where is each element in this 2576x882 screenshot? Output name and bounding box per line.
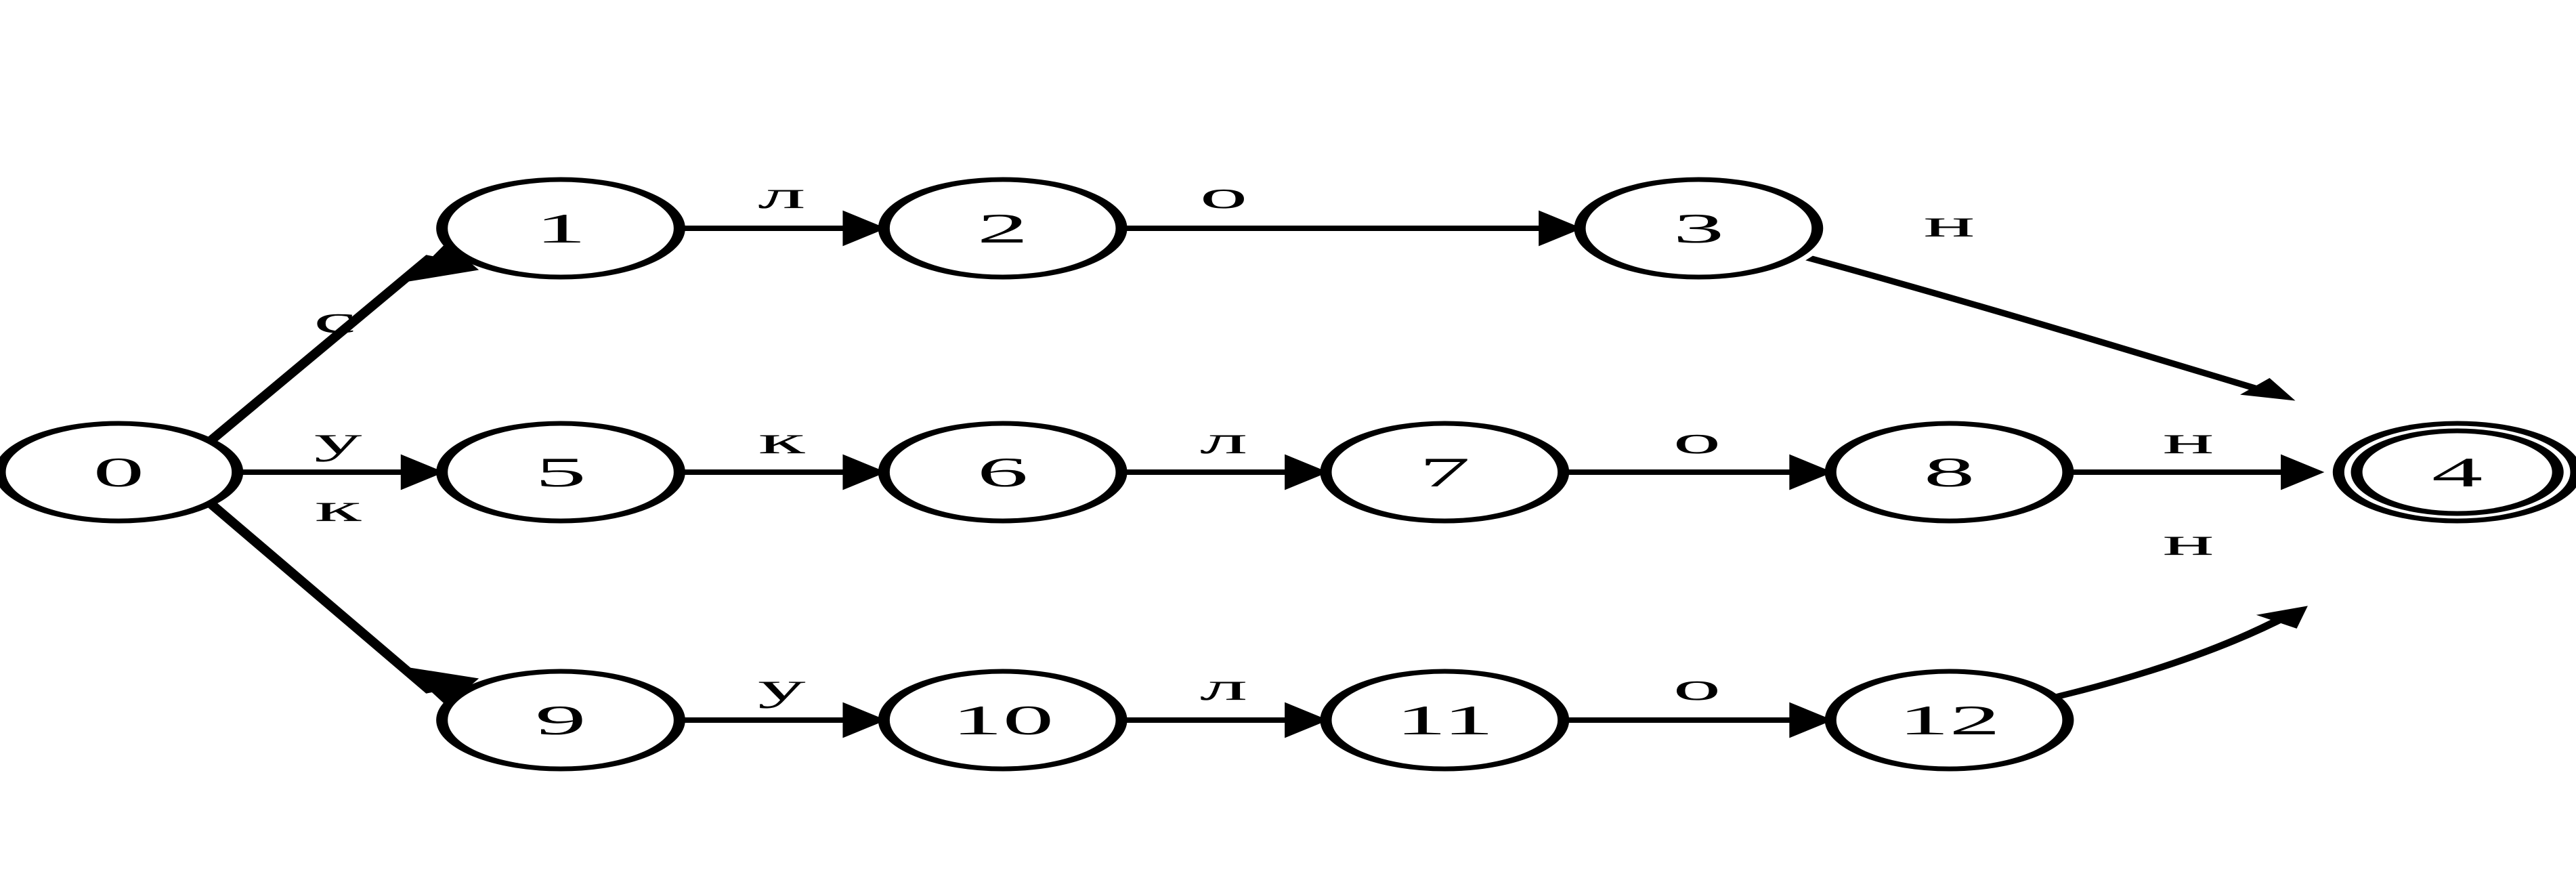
edge-3-to-4[interactable]: н: [1805, 202, 2296, 401]
arrowhead-12-4: [2256, 606, 2308, 629]
arrowhead-8-4: [2281, 454, 2325, 490]
edge-9-to-10[interactable]: у: [679, 665, 886, 738]
node-8[interactable]: 8: [1824, 421, 2074, 524]
node-9-label: 9: [535, 697, 586, 744]
node-4-inner-circle: [2350, 428, 2564, 516]
arrowhead-3-4: [2240, 378, 2296, 401]
edge-0-to-5[interactable]: у: [237, 419, 445, 490]
arrowhead-1-2: [842, 210, 886, 247]
edge-label-0-1: с: [314, 298, 356, 341]
edge-label-3-4: н: [1924, 202, 1975, 245]
node-5[interactable]: 5: [436, 421, 685, 524]
edge-2-to-3[interactable]: о: [1121, 173, 1583, 247]
edge-path-0-9: [205, 503, 438, 694]
arrowhead-9-10: [842, 702, 886, 738]
node-12[interactable]: 12: [1824, 669, 2074, 772]
edge-11-to-12[interactable]: о: [1563, 665, 1833, 738]
node-9[interactable]: 9: [436, 669, 685, 772]
node-7-label: 7: [1419, 449, 1470, 496]
node-4-accepting[interactable]: 4: [2332, 421, 2576, 524]
node-1-circle: [436, 177, 685, 280]
node-3[interactable]: 3: [1574, 177, 1824, 280]
edge-path-0-1: [205, 255, 438, 442]
arrowhead-6-7: [1285, 454, 1329, 490]
node-10-label: 10: [951, 697, 1054, 744]
arrowhead-5-6: [842, 454, 886, 490]
edge-7-to-8[interactable]: о: [1563, 419, 1833, 490]
node-8-label: 8: [1924, 449, 1975, 496]
edge-path-12-4: [2055, 614, 2292, 699]
edge-12-to-4[interactable]: н: [2055, 520, 2308, 699]
node-1-label: 1: [535, 205, 586, 252]
node-6-circle: [878, 421, 1128, 524]
node-2-label: 2: [977, 205, 1028, 252]
node-11-label: 11: [1396, 697, 1494, 744]
node-6-label: 6: [977, 449, 1028, 496]
edge-label-12-4: н: [2163, 520, 2214, 564]
edge-5-to-6[interactable]: к: [679, 419, 886, 490]
node-6[interactable]: 6: [878, 421, 1128, 524]
arrowhead-7-8: [1789, 454, 1833, 490]
node-0[interactable]: 0: [0, 421, 244, 524]
node-2-circle: [878, 177, 1128, 280]
node-4-label: 4: [2432, 449, 2483, 496]
edge-label-10-11: л: [1200, 665, 1248, 709]
node-3-label: 3: [1673, 205, 1724, 252]
edge-6-to-7[interactable]: л: [1121, 419, 1329, 490]
arrowhead-11-12: [1789, 702, 1833, 738]
node-0-label: 0: [93, 449, 144, 496]
edge-label-8-4: н: [2163, 419, 2214, 462]
edge-label-0-5: у: [314, 419, 362, 462]
edge-8-to-4[interactable]: н: [2067, 419, 2325, 490]
edge-10-to-11[interactable]: л: [1121, 665, 1329, 738]
arrowhead-10-11: [1285, 702, 1329, 738]
node-0-circle: [0, 421, 244, 524]
node-2[interactable]: 2: [878, 177, 1128, 280]
edge-label-5-6: к: [758, 419, 805, 462]
node-5-circle: [436, 421, 685, 524]
edge-1-to-2[interactable]: л: [679, 173, 886, 247]
arrowhead-0-5: [400, 454, 445, 490]
edge-label-9-10: у: [758, 665, 806, 709]
node-7-circle: [1320, 421, 1570, 524]
node-5-label: 5: [535, 449, 586, 496]
edge-0-to-9[interactable]: к: [205, 486, 479, 707]
edge-label-0-9: к: [315, 486, 362, 530]
node-10[interactable]: 10: [878, 669, 1128, 772]
node-1[interactable]: 1: [436, 177, 685, 280]
edge-label-1-2: л: [758, 173, 806, 217]
node-11-circle: [1320, 669, 1570, 772]
edge-label-11-12: о: [1673, 665, 1721, 709]
node-9-circle: [436, 669, 685, 772]
arrowhead-2-3: [1539, 210, 1583, 247]
edge-0-to-1[interactable]: с: [205, 242, 479, 442]
node-10-circle: [878, 669, 1128, 772]
node-12-circle: [1824, 669, 2074, 772]
edge-path-3-4: [1805, 255, 2270, 394]
node-11[interactable]: 11: [1320, 669, 1570, 772]
node-12-label: 12: [1898, 697, 2000, 744]
node-3-circle: [1574, 177, 1824, 280]
edge-label-7-8: о: [1673, 419, 1721, 462]
edge-label-2-3: о: [1200, 173, 1248, 217]
node-7[interactable]: 7: [1320, 421, 1570, 524]
edge-label-6-7: л: [1200, 419, 1248, 462]
node-8-circle: [1824, 421, 2074, 524]
